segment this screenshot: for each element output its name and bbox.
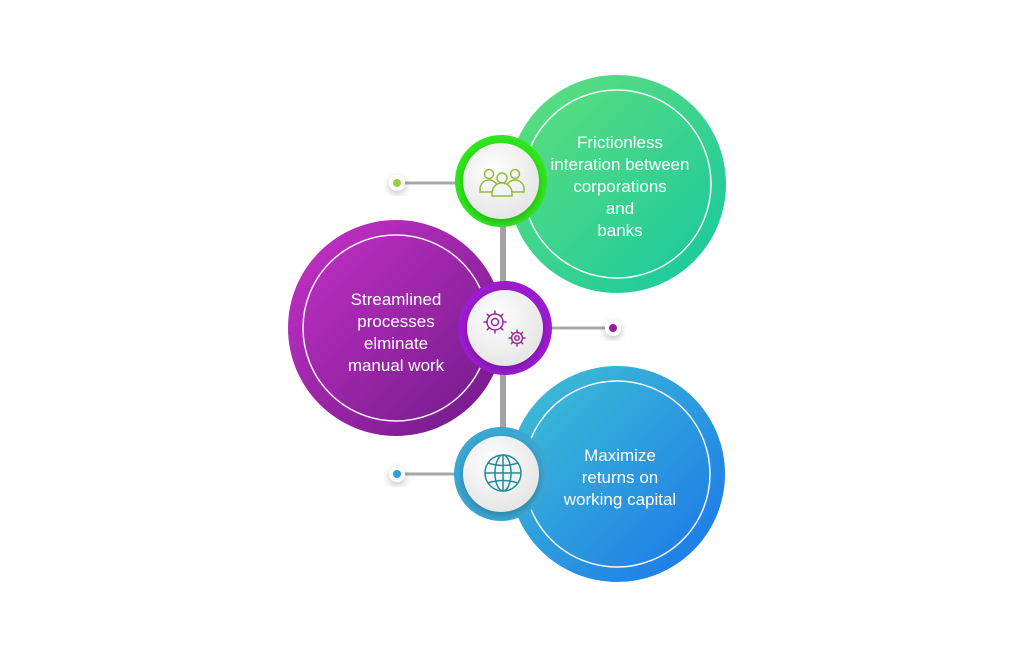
purple-text-line: processes [357,312,435,331]
purple-bubble [288,220,552,436]
purple-text-line: manual work [347,356,445,375]
people-group-icon [479,168,525,197]
purple-text-line: Streamlined [350,290,442,309]
blue-text-line: returns on [581,468,659,487]
purple-text-line: elminate [363,334,429,353]
green-text-line: and [605,199,635,218]
gears-icon [483,310,526,347]
connector-dot-mid [605,320,621,336]
green-bubble [455,75,726,293]
green-bubble-text: Frictionless interation between corporat… [540,128,700,246]
purple-bubble-text: Streamlined processes elminate manual wo… [316,288,476,378]
green-text-line: interation between [550,155,690,174]
green-text-line: corporations [573,177,667,196]
blue-bubble-text: Maximize returns on working capital [545,442,695,514]
globe-icon [484,454,522,492]
blue-text-line: Maximize [584,446,656,465]
connector-dot-top [389,175,405,191]
blue-bubble [454,366,725,582]
connector-dot-bottom [389,466,405,482]
blue-text-line: working capital [563,490,677,509]
green-text-line: banks [597,221,643,240]
green-text-line: Frictionless [577,133,663,152]
